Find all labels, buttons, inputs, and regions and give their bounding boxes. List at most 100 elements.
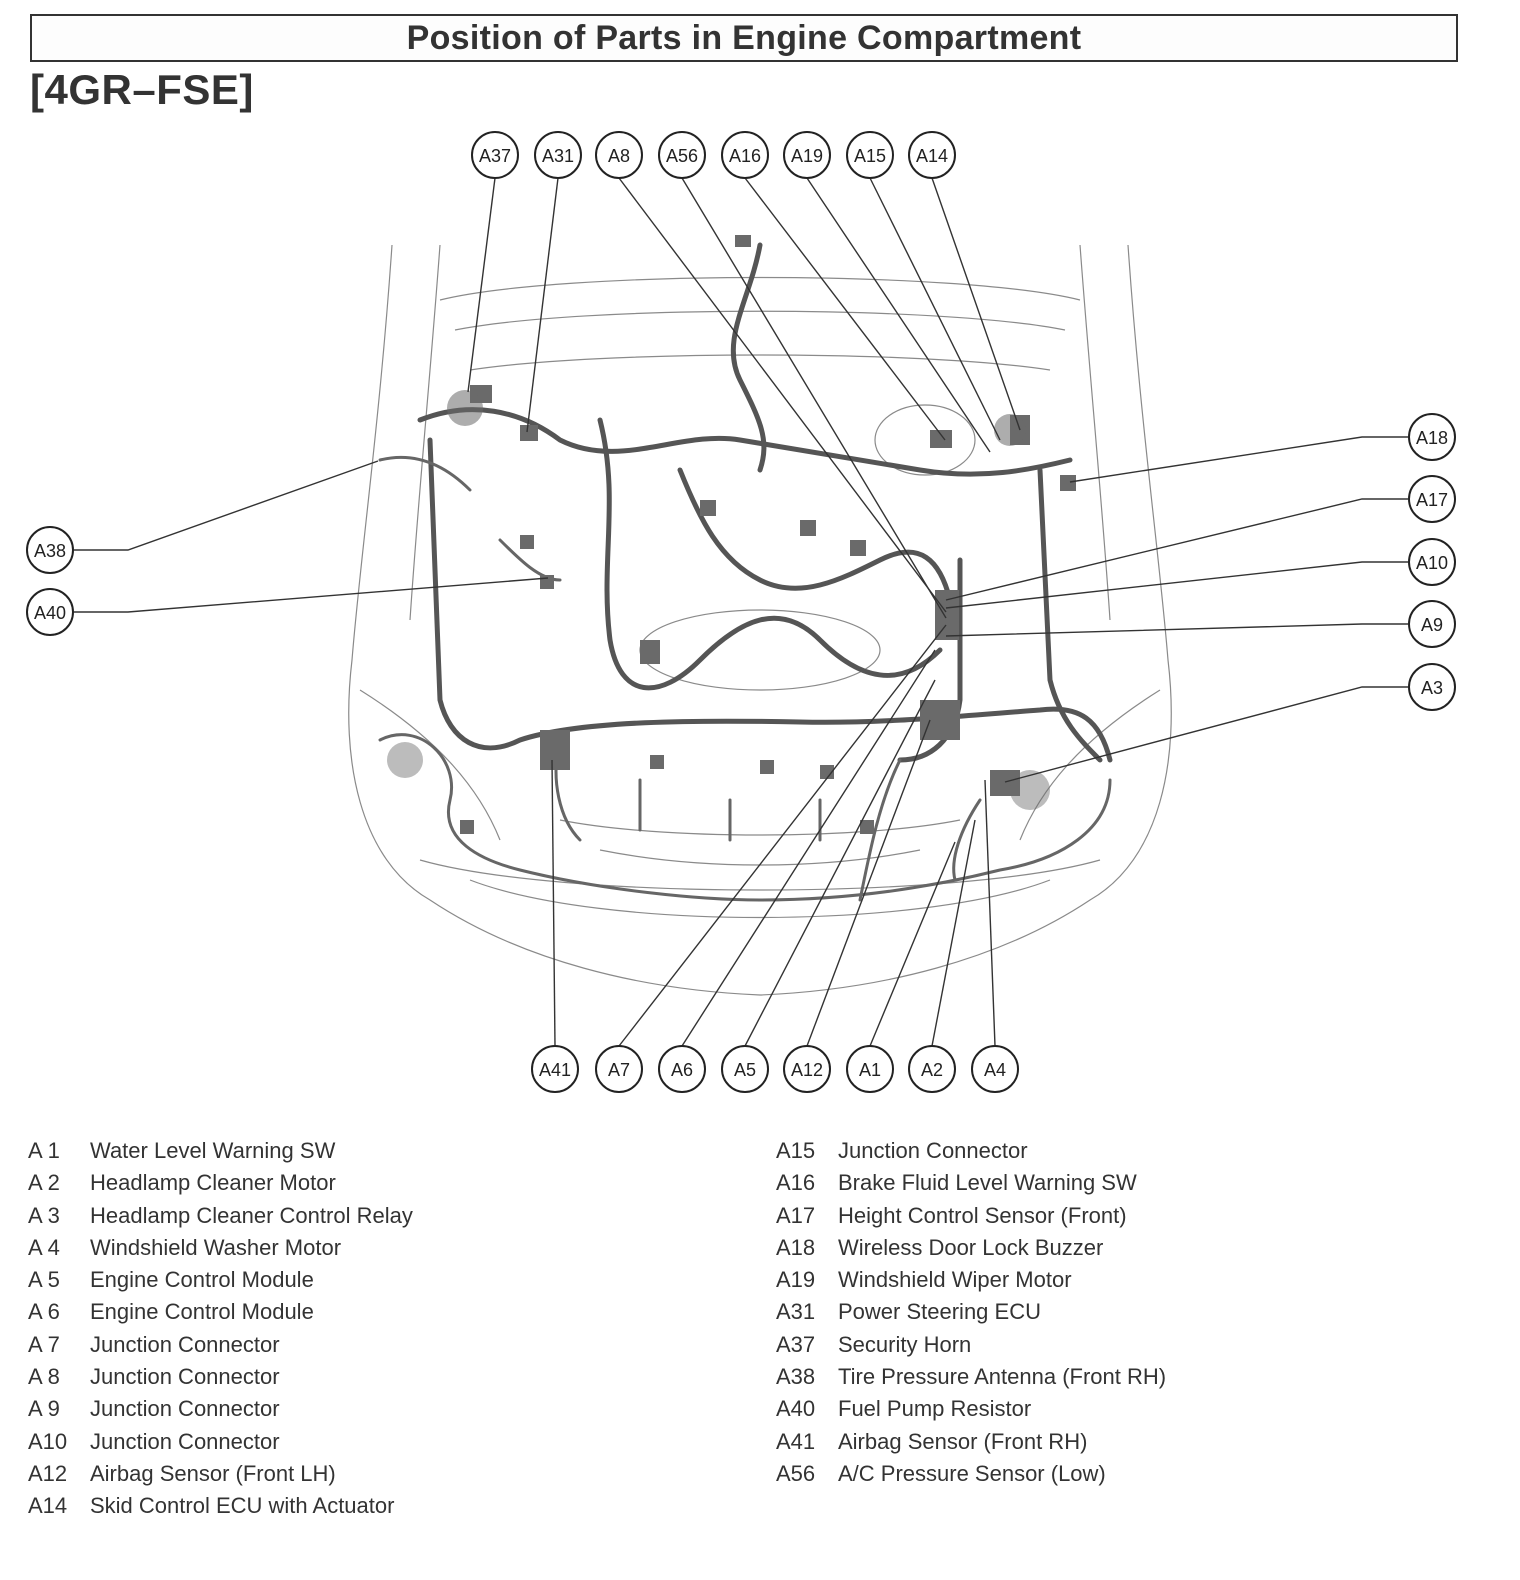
engine-code-subtitle: [4GR–FSE]: [30, 66, 254, 113]
legend-part-name: Junction Connector: [90, 1364, 280, 1390]
callout-circle: [534, 131, 582, 179]
callout-a4: A4: [971, 1045, 1019, 1093]
callout-circle: [595, 131, 643, 179]
wiring-harness: [378, 235, 1113, 902]
legend-item: A 1 Water Level Warning SW: [28, 1138, 413, 1170]
callout-circle: [908, 1045, 956, 1093]
callout-label: A56: [666, 146, 698, 166]
callout-a15: A15: [846, 131, 894, 179]
callout-label: A18: [1416, 428, 1448, 448]
legend-code: A37: [776, 1331, 816, 1357]
callout-a40: A40: [26, 588, 74, 636]
callout-label: A7: [608, 1060, 630, 1080]
callout-a7: A7: [595, 1045, 643, 1093]
callout-a1: A1: [846, 1045, 894, 1093]
callout-label: A15: [854, 146, 886, 166]
callout-a18: A18: [1408, 413, 1456, 461]
callout-a31: A31: [534, 131, 582, 179]
callout-circle: [595, 1045, 643, 1093]
callout-label: A14: [916, 146, 948, 166]
callout-a6: A6: [658, 1045, 706, 1093]
callout-label: A8: [608, 146, 630, 166]
callout-circle: [721, 1045, 769, 1093]
legend-code: A38: [776, 1364, 816, 1390]
legend-code: A 3: [28, 1202, 60, 1228]
callout-circle: [1408, 413, 1456, 461]
legend-item: A 4 Windshield Washer Motor: [28, 1235, 413, 1267]
legend-part-name: Tire Pressure Antenna (Front RH): [838, 1364, 1167, 1390]
callout-label: A16: [729, 146, 761, 166]
callout-circle: [1408, 663, 1456, 711]
callout-label: A17: [1416, 490, 1448, 510]
legend-part-name: Windshield Wiper Motor: [838, 1267, 1072, 1293]
legend-part-name: Headlamp Cleaner Motor: [90, 1170, 336, 1196]
callout-circle: [721, 131, 769, 179]
legend-part-name: Power Steering ECU: [838, 1299, 1041, 1325]
callout-circle: [1408, 538, 1456, 586]
callout-circle: [846, 1045, 894, 1093]
page-title: Position of Parts in Engine Compartment: [406, 18, 1082, 57]
legend-code: A14: [28, 1493, 68, 1519]
legend-code: A 4: [28, 1234, 60, 1260]
callout-label: A31: [542, 146, 574, 166]
legend-part-name: Engine Control Module: [90, 1299, 314, 1325]
callout-a12: A12: [783, 1045, 831, 1093]
legend-part-name: Junction Connector: [90, 1396, 280, 1422]
legend-part-name: Security Horn: [838, 1331, 972, 1357]
callout-circle: [26, 526, 74, 574]
callout-circle: [846, 131, 894, 179]
legend-part-name: Windshield Washer Motor: [90, 1234, 342, 1260]
legend-part-name: Fuel Pump Resistor: [838, 1396, 1032, 1422]
callout-circle: [531, 1045, 579, 1093]
legend-item: A37 Security Horn: [776, 1332, 1166, 1364]
legend-code: A10: [28, 1428, 68, 1454]
callout-a19: A19: [783, 131, 831, 179]
legend-code: A 1: [28, 1138, 60, 1163]
legend-item: A38 Tire Pressure Antenna (Front RH): [776, 1364, 1166, 1396]
callout-circle: [971, 1045, 1019, 1093]
callout-label: A5: [734, 1060, 756, 1080]
legend-part-name: Junction Connector: [838, 1138, 1028, 1163]
callout-a2: A2: [908, 1045, 956, 1093]
callout-circle: [1408, 475, 1456, 523]
callout-label: A37: [479, 146, 511, 166]
legend-part-name: Brake Fluid Level Warning SW: [838, 1170, 1137, 1196]
legend-part-name: A/C Pressure Sensor (Low): [838, 1460, 1106, 1486]
legend-part-name: Airbag Sensor (Front LH): [90, 1460, 336, 1486]
legend-part-name: Water Level Warning SW: [90, 1138, 336, 1163]
callout-a14: A14: [908, 131, 956, 179]
callout-circle: [908, 131, 956, 179]
callout-circle: [1408, 600, 1456, 648]
callout-label: A3: [1421, 678, 1443, 698]
callout-a3: A3: [1408, 663, 1456, 711]
legend-part-name: Wireless Door Lock Buzzer: [838, 1234, 1104, 1260]
callout-label: A1: [859, 1060, 881, 1080]
legend-part-name: Engine Control Module: [90, 1267, 314, 1293]
legend-item: A 5 Engine Control Module: [28, 1267, 413, 1299]
callout-a5: A5: [721, 1045, 769, 1093]
leader-lines: [74, 177, 1408, 1047]
callout-label: A19: [791, 146, 823, 166]
legend-code: A 5: [28, 1267, 60, 1293]
callout-label: A12: [791, 1060, 823, 1080]
callout-circle: [658, 131, 706, 179]
callout-label: A9: [1421, 615, 1443, 635]
callout-label: A38: [34, 541, 66, 561]
callout-label: A41: [539, 1060, 571, 1080]
